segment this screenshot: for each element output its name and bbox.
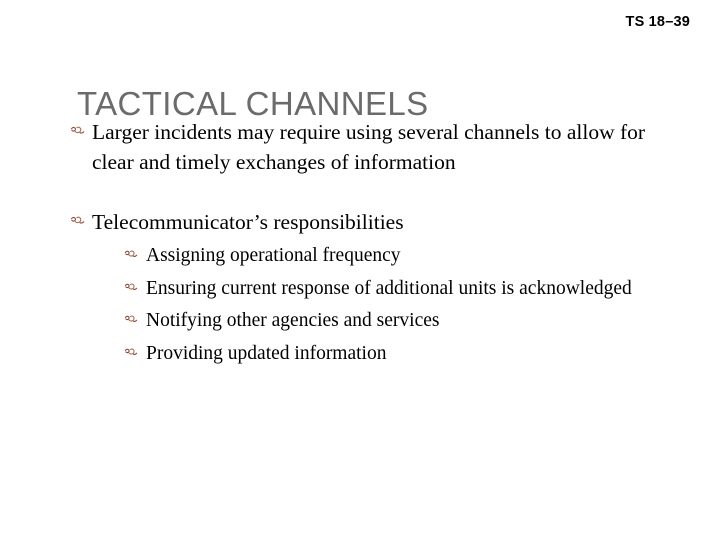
fleuron-bullet-icon <box>124 274 138 307</box>
bullet-item-level2: Ensuring current response of additional … <box>124 273 688 306</box>
fleuron-bullet-icon <box>124 241 138 274</box>
bullet-item-level2: Notifying other agencies and services <box>124 305 688 338</box>
bullet-item-level2: Assigning operational frequency <box>124 240 688 273</box>
bullet-text: Providing updated information <box>146 342 387 364</box>
fleuron-bullet-icon <box>124 339 138 372</box>
bullet-text: Larger incidents may require using sever… <box>92 120 646 174</box>
page-title: TACTICAL CHANNELS <box>77 85 429 123</box>
bullet-text: Assigning operational frequency <box>146 245 401 266</box>
slide-header-code: TS 18–39 <box>625 14 690 30</box>
bullet-item-level1: Telecommunicator’s responsibilities Assi… <box>70 207 688 370</box>
fleuron-bullet-icon <box>124 306 138 339</box>
bullet-text: Telecommunicator’s responsibilities <box>92 210 404 234</box>
bullet-text: Notifying other agencies and services <box>146 310 440 331</box>
bullet-text: Ensuring current response of additional … <box>146 277 632 299</box>
bullet-item-level1: Larger incidents may require using sever… <box>70 117 688 177</box>
fleuron-bullet-icon <box>70 118 85 148</box>
sub-bullet-list: Assigning operational frequency Ensuring… <box>92 240 688 370</box>
fleuron-bullet-icon <box>70 208 85 238</box>
bullet-item-level2: Providing updated information <box>124 338 688 371</box>
slide-body: Larger incidents may require using sever… <box>70 117 688 370</box>
